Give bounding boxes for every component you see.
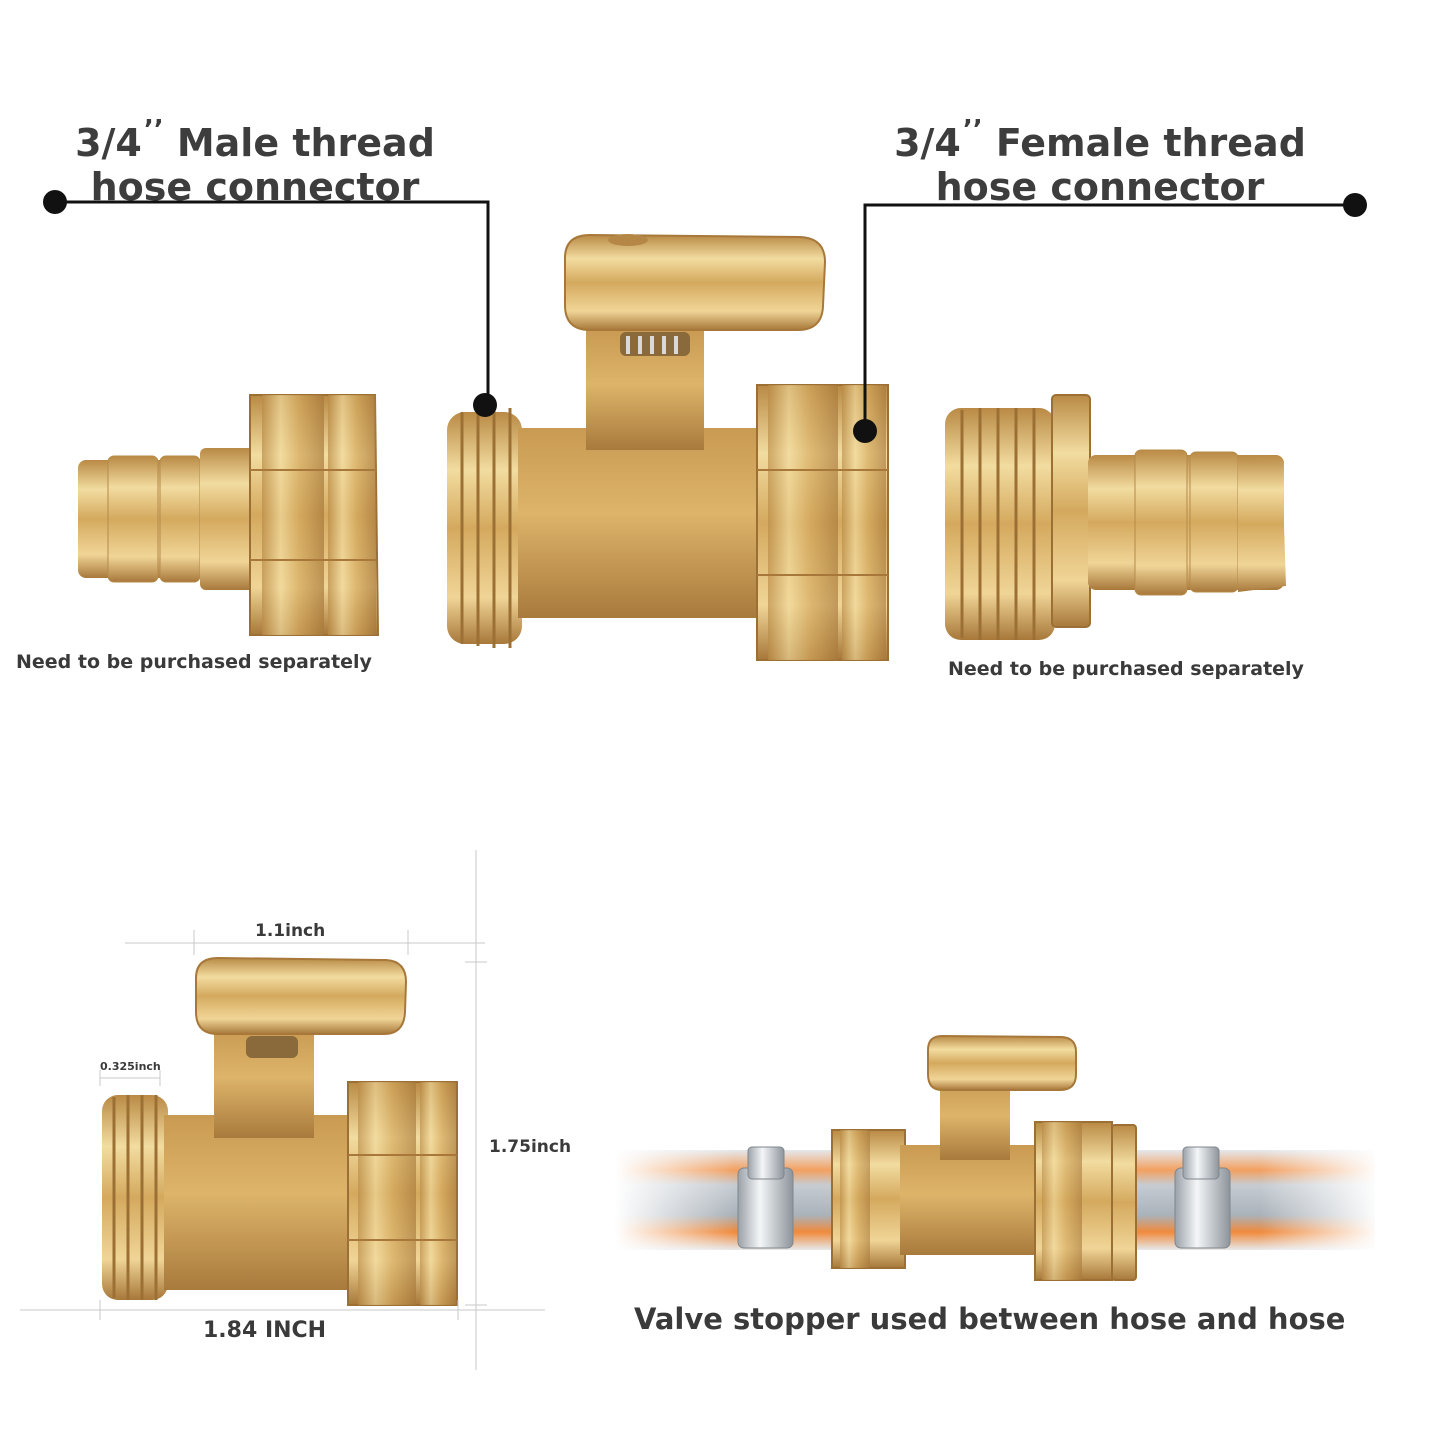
dimension-height: 1.75inch <box>489 1137 572 1157</box>
male-barb-adapter <box>945 394 1286 640</box>
dimension-width-bottom: 1.84 INCH <box>203 1318 327 1343</box>
hose-clamp-right <box>1174 1146 1231 1249</box>
callout-female <box>863 203 1355 430</box>
dimension-width-top: 1.1inch <box>255 921 326 941</box>
inch-mark: ’’ <box>962 115 983 145</box>
male-heading-line2: hose connector <box>90 165 420 209</box>
note-right: Need to be purchased separately <box>948 658 1304 680</box>
female-heading-rest: Female thread <box>995 121 1306 165</box>
female-fraction: 3/4 <box>894 121 961 165</box>
usage-caption: Valve stopper used between hose and hose <box>634 1302 1346 1336</box>
male-connector-heading: 3/4’’ Male thread hose connector <box>60 108 450 209</box>
callout-male <box>55 200 490 405</box>
callout-dot-female-thread <box>853 419 877 443</box>
callout-dot-left-end <box>43 190 67 214</box>
female-connector-heading: 3/4’’ Female thread hose connector <box>885 108 1315 209</box>
callout-dot-male-thread <box>473 393 497 417</box>
callout-dot-right-end <box>1343 193 1367 217</box>
male-fraction: 3/4 <box>75 121 142 165</box>
female-heading-line2: hose connector <box>935 165 1265 209</box>
hose-assembly <box>615 1034 1380 1281</box>
inch-mark: ’’ <box>143 115 164 145</box>
note-left: Need to be purchased separately <box>16 651 372 673</box>
shutoff-valve-main <box>447 233 889 661</box>
dimension-valve <box>102 956 458 1306</box>
hose-clamp-left <box>737 1146 794 1249</box>
dimension-thread: 0.325inch <box>100 1060 161 1073</box>
dimension-lines <box>20 850 545 1370</box>
male-heading-rest: Male thread <box>176 121 435 165</box>
female-barb-adapter <box>78 394 380 636</box>
